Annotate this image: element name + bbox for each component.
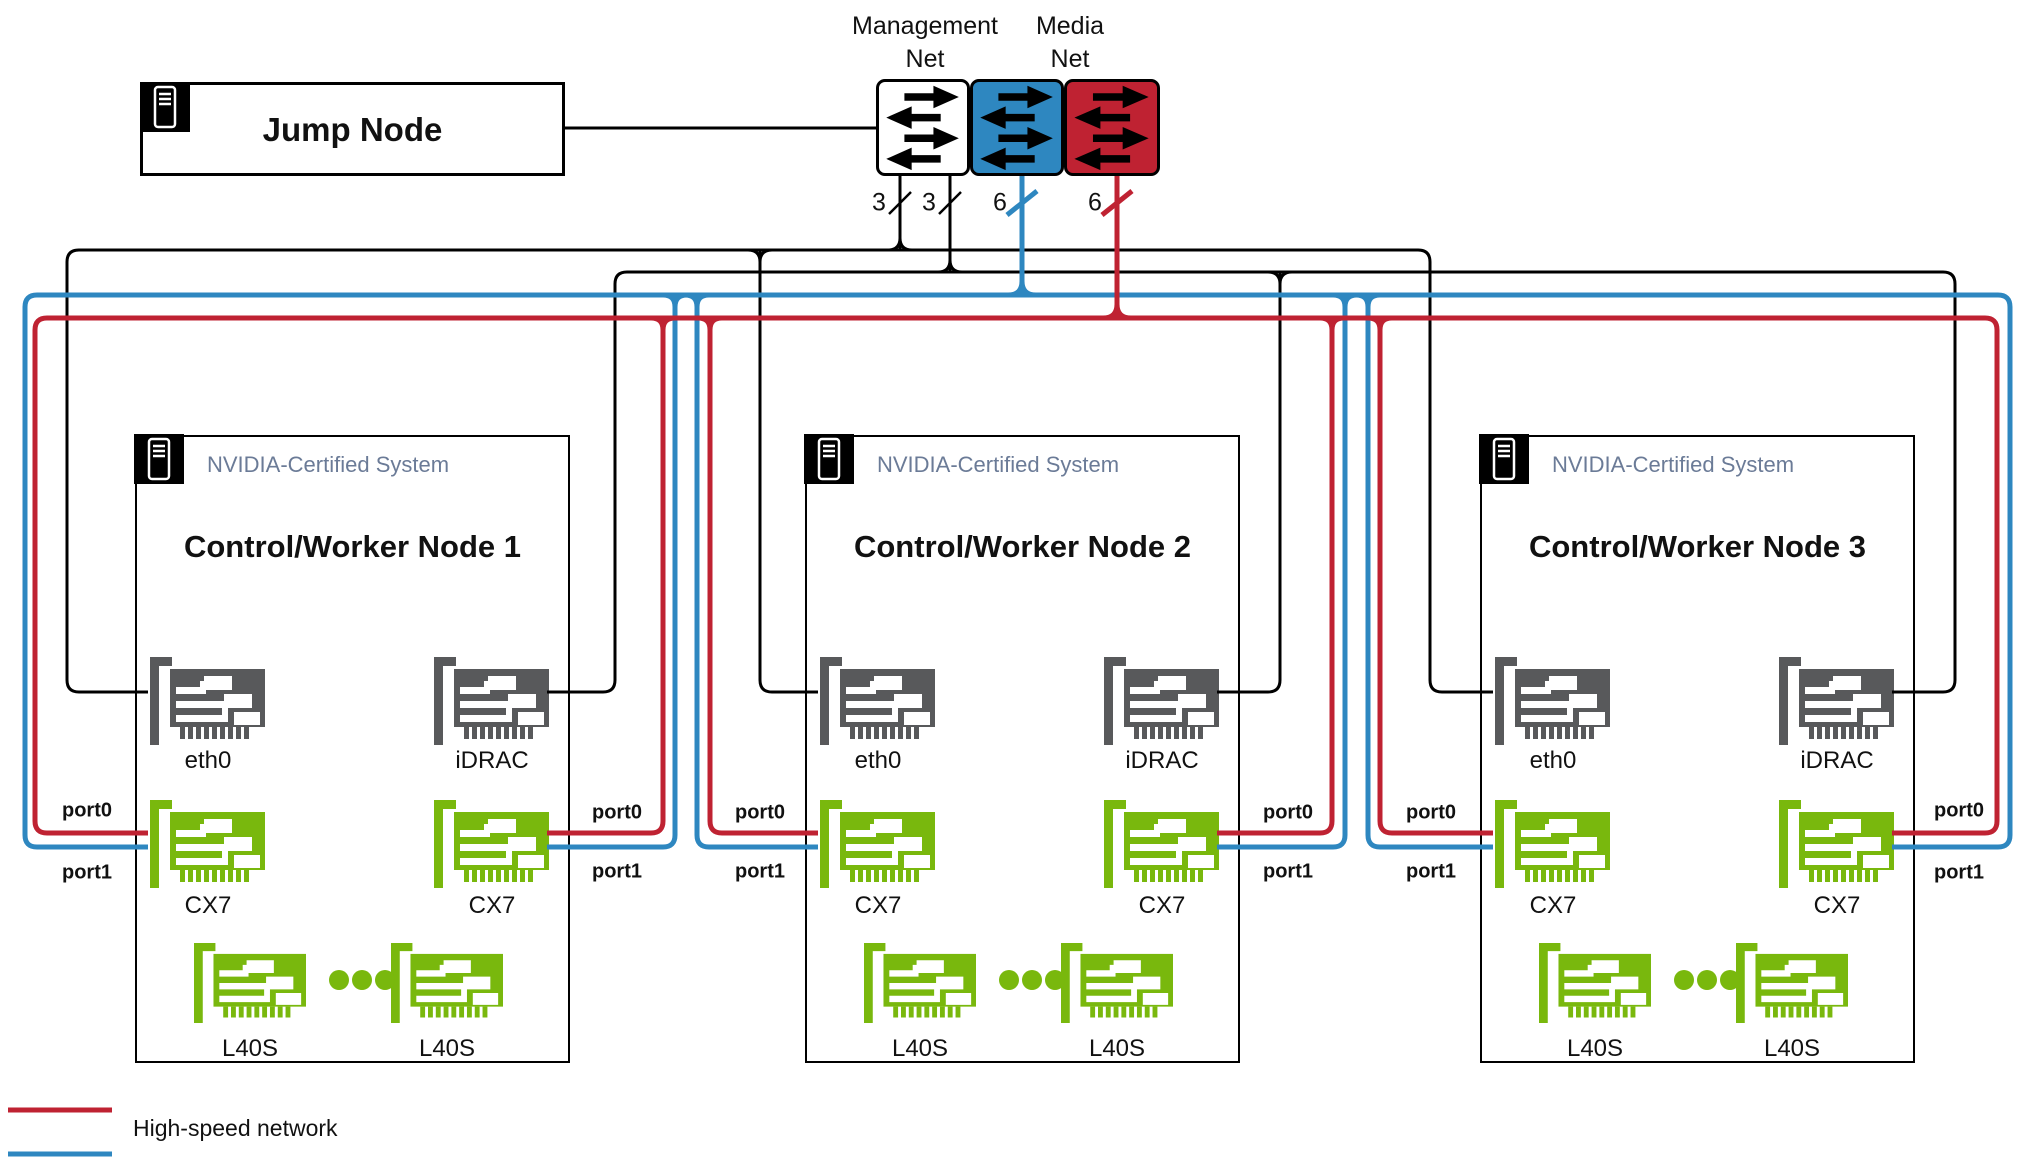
cx7-card-left-icon <box>150 800 265 888</box>
node-title: Control/Worker Node 1 <box>183 529 522 564</box>
port0-label: port0 <box>592 801 642 824</box>
cx7-label-left: CX7 <box>1529 892 1577 919</box>
l40s-card-right-icon <box>391 943 503 1023</box>
nic-card-eth0-icon <box>1495 657 1610 745</box>
mgmt-count-tick-b <box>938 191 962 215</box>
nic-label-eth0: eth0 <box>854 747 902 774</box>
nic-label-idrac: iDRAC <box>455 747 529 774</box>
media-switch-blue <box>970 79 1064 176</box>
l40s-label-left: L40S <box>221 1035 279 1062</box>
port0-label: port0 <box>1934 799 1984 822</box>
management-net-label: Management Net <box>852 12 998 73</box>
l40s-card-left-icon <box>1539 943 1651 1023</box>
ellipsis-dots-icon <box>999 969 1065 991</box>
mgmt-port-b-drop <box>937 176 963 274</box>
cx7-label-right: CX7 <box>1813 892 1861 919</box>
nic-label-idrac: iDRAC <box>1125 747 1199 774</box>
nic-label-eth0: eth0 <box>184 747 232 774</box>
nic-card-eth0-icon <box>820 657 935 745</box>
l40s-card-right-icon <box>1061 943 1173 1023</box>
cx7-label-right: CX7 <box>468 892 516 919</box>
media-blue-count-tick <box>1005 189 1039 217</box>
l40s-card-left-icon <box>194 943 306 1023</box>
port0-label: port0 <box>1263 801 1313 824</box>
port0-label: port0 <box>735 801 785 824</box>
server-icon <box>140 82 190 132</box>
nic-card-idrac-icon <box>1779 657 1894 745</box>
ellipsis-dots-icon <box>329 969 395 991</box>
switch-arrows-icon <box>973 82 1061 173</box>
jump-node-box: Jump Node <box>140 82 565 176</box>
nic-label-idrac: iDRAC <box>1800 747 1874 774</box>
ellipsis-dots-icon <box>1674 969 1740 991</box>
port0-label: port0 <box>1406 801 1456 824</box>
blue-branch-node2-left <box>684 292 818 850</box>
media-blue-link-count: 6 <box>993 188 1007 217</box>
nic-card-eth0-icon <box>150 657 265 745</box>
management-switch <box>876 79 970 176</box>
port1-label: port1 <box>62 861 112 884</box>
media-net-label: Media Net <box>1035 12 1105 73</box>
l40s-card-right-icon <box>1736 943 1848 1023</box>
server-icon <box>1479 434 1529 484</box>
cx7-label-left: CX7 <box>854 892 902 919</box>
system-label: NVIDIA-Certified System <box>1552 452 1795 477</box>
node-box-3: NVIDIA-Certified System Control/Worker N… <box>1479 434 1915 1063</box>
nic-label-eth0: eth0 <box>1529 747 1577 774</box>
media-red-drop <box>1102 176 1132 321</box>
server-icon <box>134 434 184 484</box>
node-box-2: NVIDIA-Certified System Control/Worker N… <box>804 434 1240 1063</box>
mgmt-link-count-b: 3 <box>922 188 936 217</box>
mgmt-port-a-drop <box>887 176 913 252</box>
media-red-link-count: 6 <box>1088 188 1102 217</box>
port1-label: port1 <box>1263 860 1313 883</box>
server-icon <box>804 434 854 484</box>
mgmt-link-count-a: 3 <box>872 188 886 217</box>
nic-card-idrac-icon <box>1104 657 1219 745</box>
node-box-1: NVIDIA-Certified System Control/Worker N… <box>134 434 570 1063</box>
l40s-label-right: L40S <box>418 1035 476 1062</box>
cx7-label-left: CX7 <box>184 892 232 919</box>
legend-high-speed-label: High-speed network <box>133 1115 338 1141</box>
l40s-card-left-icon <box>864 943 976 1023</box>
media-red-count-tick <box>1100 189 1134 217</box>
cx7-card-right-icon <box>434 800 549 888</box>
cx7-card-left-icon <box>1495 800 1610 888</box>
cx7-card-right-icon <box>1104 800 1219 888</box>
cx7-card-left-icon <box>820 800 935 888</box>
port1-label: port1 <box>735 860 785 883</box>
port0-label: port0 <box>62 799 112 822</box>
mgmt-count-tick-a <box>888 191 912 215</box>
media-blue-drop <box>1007 176 1037 298</box>
blue-branch-node3-left <box>1355 292 1493 850</box>
red-branch-node2-left <box>697 315 818 836</box>
media-switch-red <box>1064 79 1160 176</box>
cx7-label-right: CX7 <box>1138 892 1186 919</box>
port1-label: port1 <box>1934 861 1984 884</box>
l40s-label-right: L40S <box>1088 1035 1146 1062</box>
switch-arrows-icon <box>879 82 967 173</box>
red-branch-node3-left <box>1367 315 1493 836</box>
system-label: NVIDIA-Certified System <box>877 452 1120 477</box>
jump-node-title: Jump Node <box>262 111 443 148</box>
l40s-label-left: L40S <box>1566 1035 1624 1062</box>
cx7-card-right-icon <box>1779 800 1894 888</box>
l40s-label-left: L40S <box>891 1035 949 1062</box>
node-title: Control/Worker Node 2 <box>853 529 1192 564</box>
node-title: Control/Worker Node 3 <box>1528 529 1867 564</box>
switch-arrows-icon <box>1067 82 1157 173</box>
l40s-label-right: L40S <box>1763 1035 1821 1062</box>
system-label: NVIDIA-Certified System <box>207 452 450 477</box>
port1-label: port1 <box>592 860 642 883</box>
port1-label: port1 <box>1406 860 1456 883</box>
nic-card-idrac-icon <box>434 657 549 745</box>
